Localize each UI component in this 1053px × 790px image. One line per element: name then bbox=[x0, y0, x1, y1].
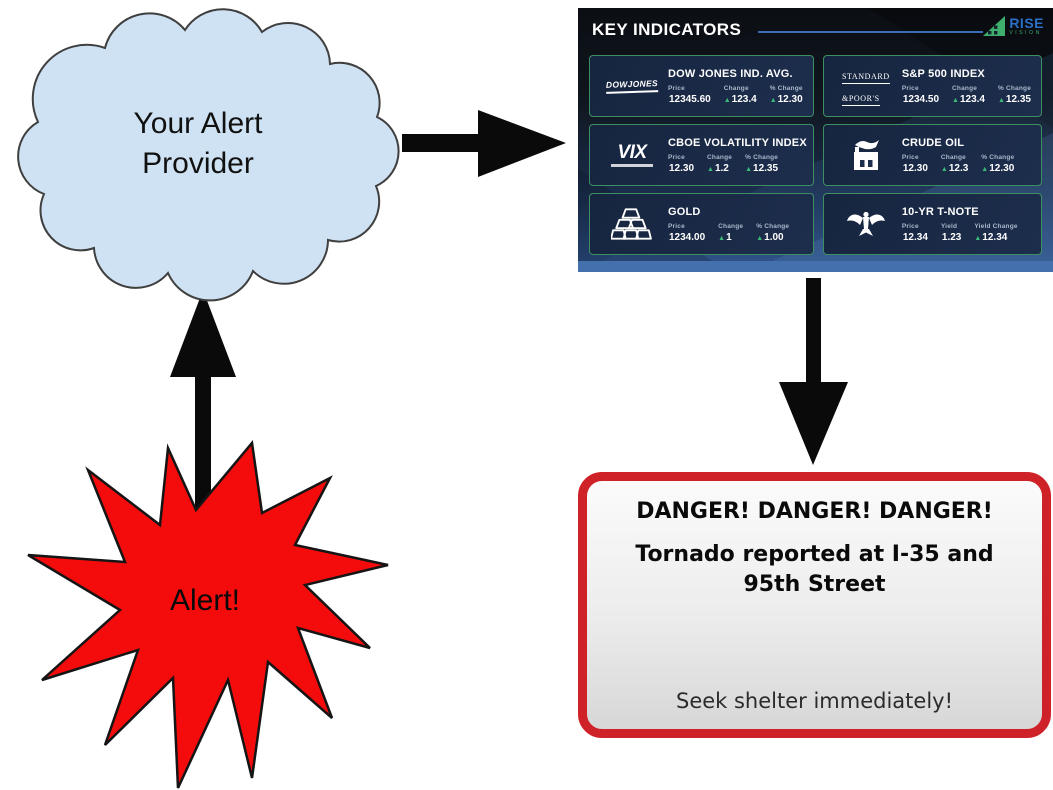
card-sp500: STANDARD &POOR'S S&P 500 INDEX Price 123… bbox=[822, 55, 1042, 117]
field-change: Change ▲1 bbox=[718, 222, 744, 243]
field-pct-change: % Change ▲1.00 bbox=[756, 222, 790, 243]
dowjones-logo: DOWJONES bbox=[596, 78, 668, 94]
arrow-provider-to-display bbox=[402, 110, 566, 177]
field-pct-change: % Change ▲12.30 bbox=[981, 153, 1015, 174]
field-price: Price 12.30 bbox=[668, 153, 695, 174]
dashboard-bottom-strip bbox=[578, 261, 1053, 272]
card-dow-jones: DOWJONES DOW JONES IND. AVG. Price 12345… bbox=[589, 55, 814, 117]
field-yield: Yield 1.23 bbox=[940, 222, 962, 243]
alert-heading: DANGER! DANGER! DANGER! bbox=[636, 499, 993, 524]
field-price: Price 12345.60 bbox=[668, 84, 711, 105]
up-arrow-icon: ▲ bbox=[981, 165, 989, 173]
panel-title: KEY INDICATORS bbox=[592, 20, 742, 39]
card-title: S&P 500 INDEX bbox=[901, 67, 985, 80]
up-arrow-icon: ▲ bbox=[756, 234, 764, 242]
field-price: Price 12.30 bbox=[901, 153, 928, 174]
card-title: DOW JONES IND. AVG. bbox=[668, 67, 793, 80]
field-pct-change: % Change ▲12.35 bbox=[997, 84, 1032, 105]
vix-logo-text: VIX bbox=[617, 142, 647, 164]
rise-vision-logo: RISE VISION bbox=[982, 15, 1044, 37]
vix-logo-caption-bar bbox=[611, 164, 653, 167]
field-pct-change: % Change ▲12.35 bbox=[745, 153, 779, 174]
sp-logo-line1: STANDARD bbox=[842, 72, 890, 85]
logo-brand-sub: VISION bbox=[1009, 30, 1042, 36]
field-change: Change ▲123.4 bbox=[952, 84, 985, 105]
card-title: 10-YR T-NOTE bbox=[901, 205, 979, 218]
cloud-shape bbox=[17, 8, 400, 302]
card-title: CRUDE OIL bbox=[901, 136, 965, 149]
alert-message: Tornado reported at I-35 and 95th Street bbox=[635, 542, 994, 597]
field-yield-change: Yield Change ▲12.34 bbox=[974, 222, 1018, 243]
sp-logo-line2: &POOR'S bbox=[842, 94, 880, 106]
card-title: GOLD bbox=[668, 205, 701, 218]
up-arrow-icon: ▲ bbox=[718, 234, 726, 242]
field-price: Price 12.34 bbox=[901, 222, 928, 243]
field-pct-change: % Change ▲12.30 bbox=[769, 84, 803, 105]
vix-logo: VIX bbox=[596, 143, 668, 167]
alert-burst-label: Alert! bbox=[169, 584, 241, 617]
up-arrow-icon: ▲ bbox=[707, 165, 714, 173]
card-gold: GOLD Price 1234.00 Change ▲1 % Change ▲1 bbox=[589, 193, 814, 255]
rise-vision-triangle-icon bbox=[983, 16, 1006, 36]
gold-bars-icon bbox=[596, 207, 668, 241]
logo-brand: RISE bbox=[1009, 15, 1044, 31]
field-change: Change ▲123.4 bbox=[723, 84, 757, 105]
up-arrow-icon: ▲ bbox=[952, 96, 959, 104]
up-arrow-icon: ▲ bbox=[974, 234, 982, 242]
up-arrow-icon: ▲ bbox=[723, 96, 731, 104]
cloud-label: Your Alert Provider bbox=[133, 107, 263, 180]
field-change: Change ▲12.3 bbox=[940, 153, 969, 174]
standard-poors-logo: STANDARD &POOR'S bbox=[830, 64, 902, 107]
card-vix: VIX CBOE VOLATILITY INDEX Price 12.30 Ch… bbox=[589, 124, 814, 186]
alert-footer: Seek shelter immediately! bbox=[675, 689, 953, 713]
eagle-icon bbox=[830, 208, 902, 240]
card-t-note: 10-YR T-NOTE Price 12.34 Yield 1.23 Yiel… bbox=[822, 193, 1042, 255]
card-title: CBOE VOLATILITY INDEX bbox=[668, 136, 807, 149]
danger-alert-box: DANGER! DANGER! DANGER! Tornado reported… bbox=[578, 472, 1051, 738]
field-price: Price 1234.50 bbox=[901, 84, 940, 105]
field-change: Change ▲1.2 bbox=[707, 153, 733, 174]
arrow-alert-to-provider bbox=[170, 290, 236, 520]
field-price: Price 1234.00 bbox=[668, 222, 706, 243]
card-crude-oil: CRUDE OIL Price 12.30 Change ▲12.3 % Cha… bbox=[822, 124, 1042, 186]
title-rule bbox=[758, 31, 983, 33]
up-arrow-icon: ▲ bbox=[769, 96, 777, 104]
indicator-cards: DOWJONES DOW JONES IND. AVG. Price 12345… bbox=[589, 55, 1042, 255]
up-arrow-icon: ▲ bbox=[997, 96, 1005, 104]
dowjones-logo-text: DOWJONES bbox=[605, 78, 659, 94]
up-arrow-icon: ▲ bbox=[940, 165, 948, 173]
crude-oil-icon bbox=[830, 138, 902, 172]
arrow-display-to-alertbox bbox=[779, 278, 848, 465]
up-arrow-icon: ▲ bbox=[745, 165, 753, 173]
key-indicators-panel: KEY INDICATORS RISE VISION DOWJONES bbox=[578, 8, 1053, 272]
alert-burst-shape bbox=[27, 440, 389, 789]
